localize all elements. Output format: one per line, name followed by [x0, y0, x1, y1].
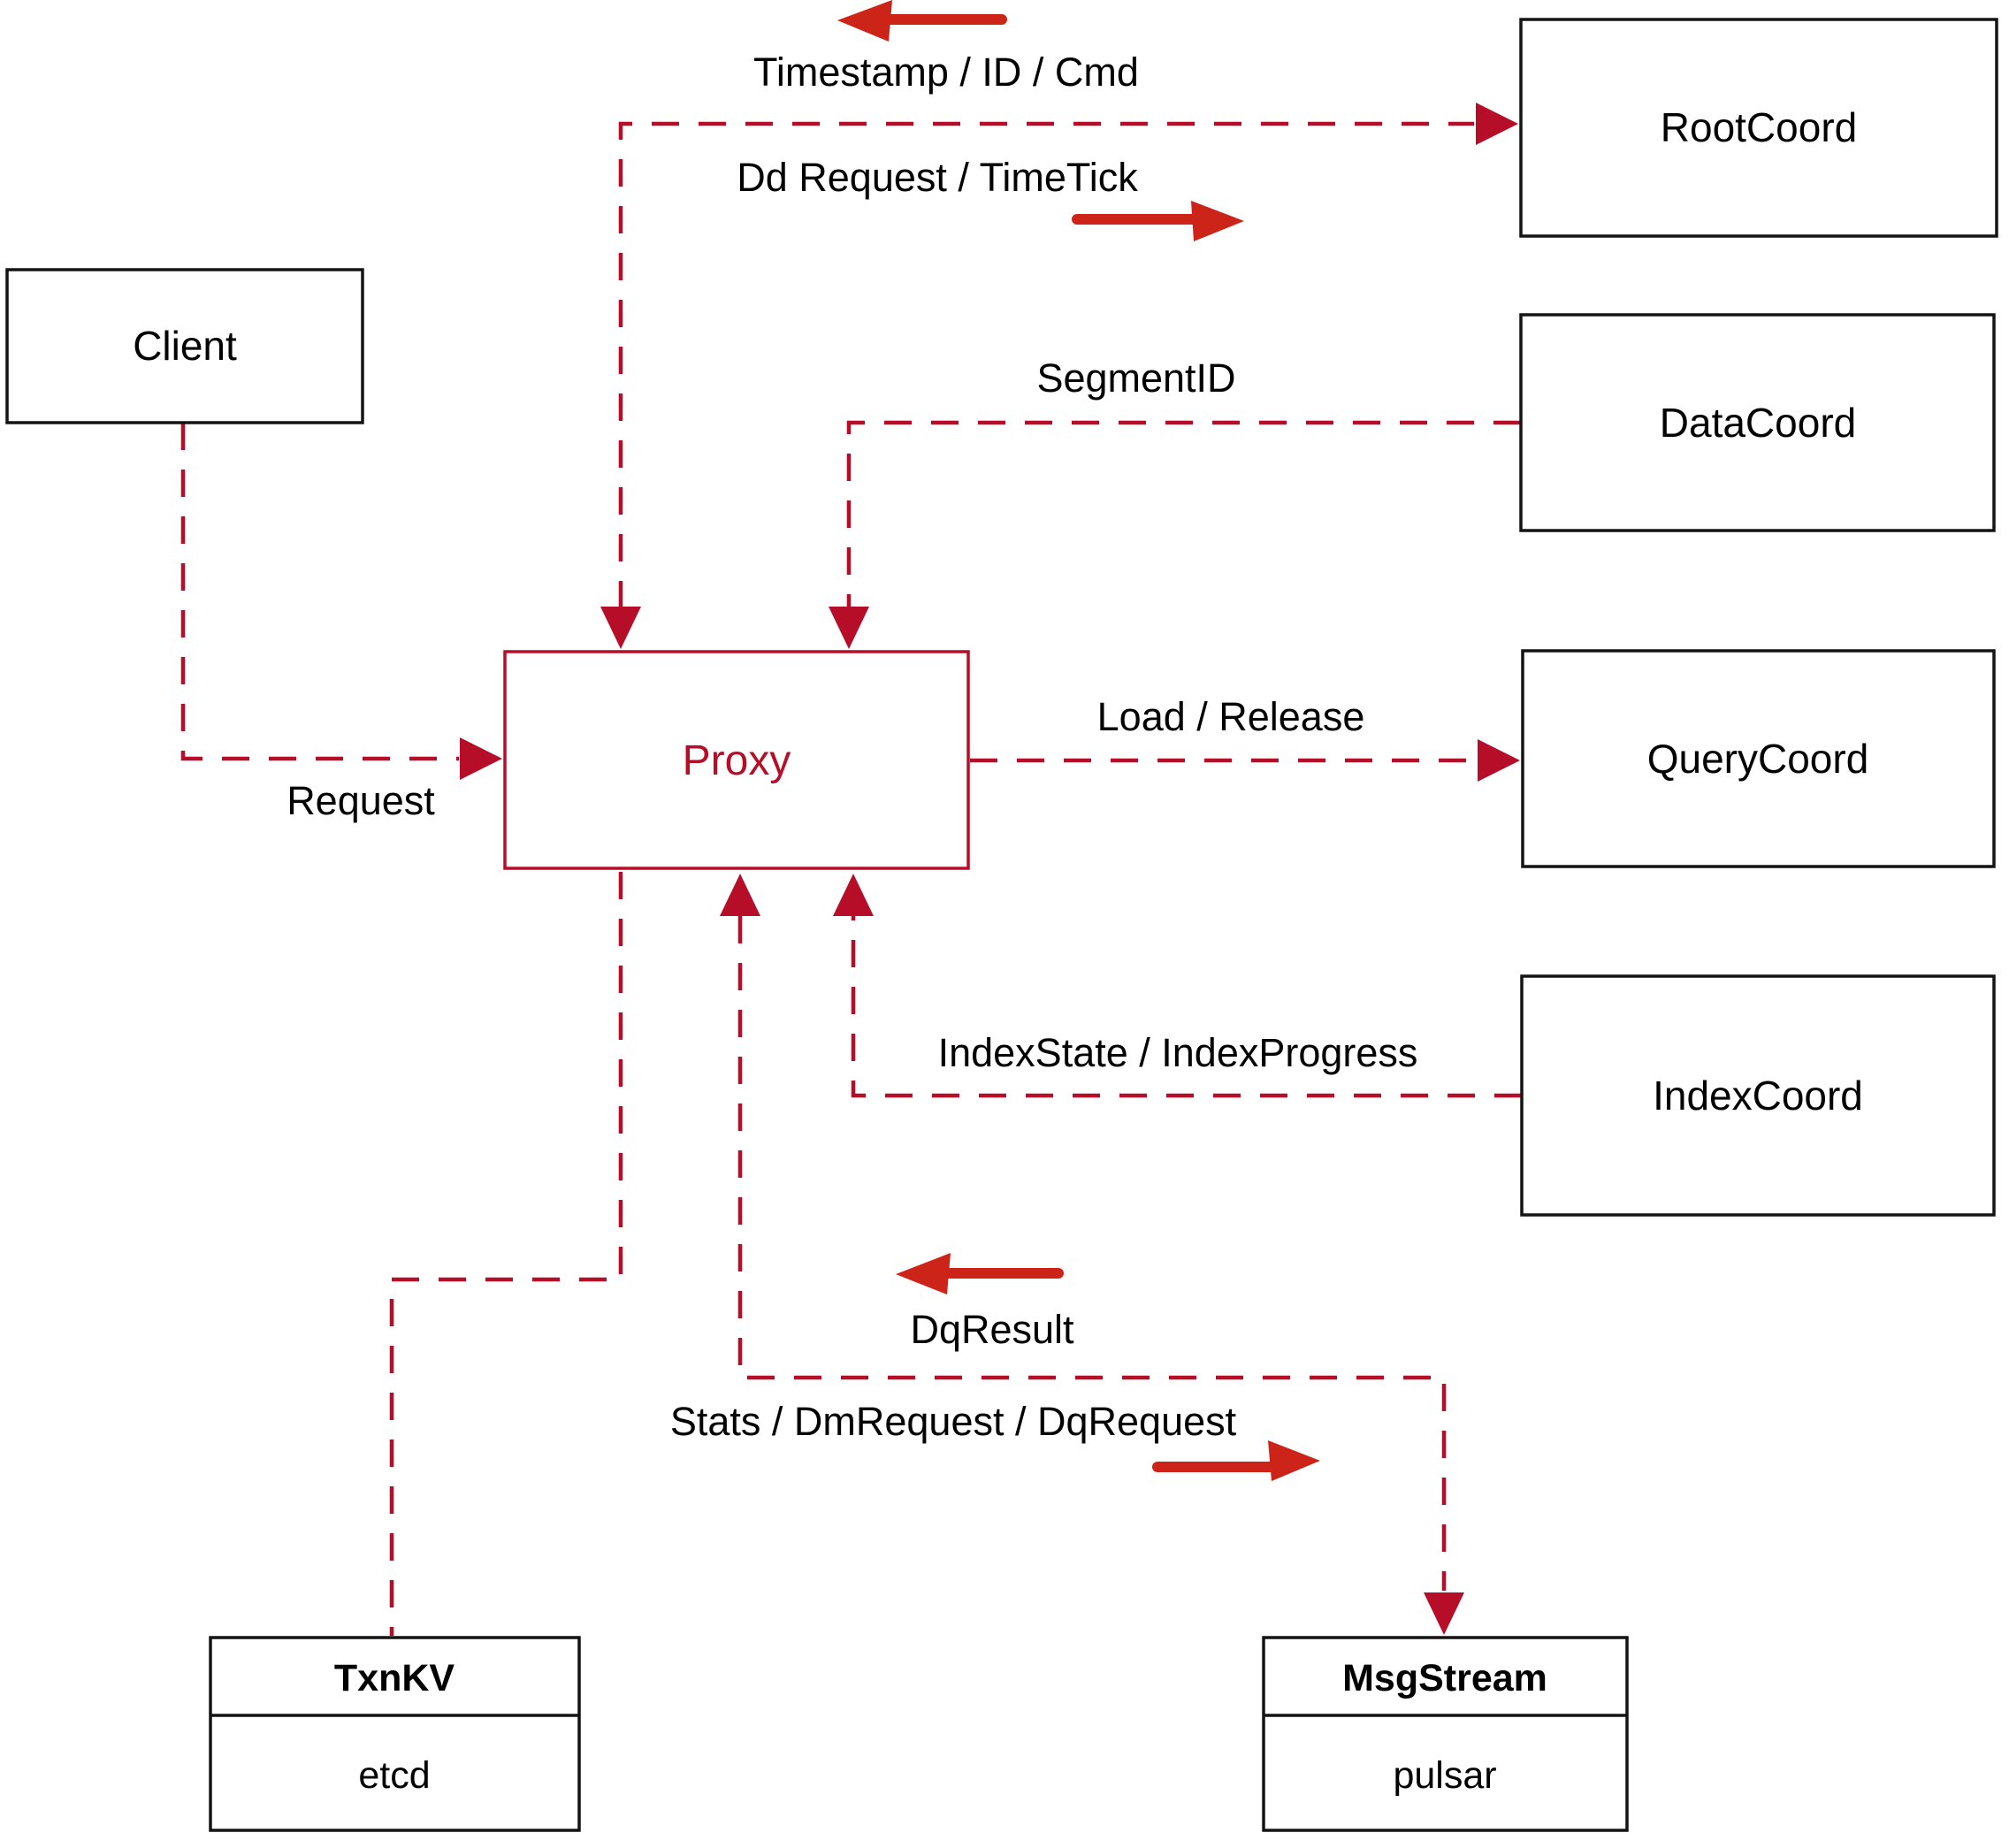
edge-datacoord-to-proxy [829, 420, 1521, 649]
request-label: Request [286, 778, 435, 823]
segmentid-label: SegmentID [1036, 355, 1235, 401]
arrowhead-into-msgstream [1424, 1592, 1464, 1635]
msgstream-node-title: MsgStream [1342, 1657, 1547, 1699]
client-node-label: Client [133, 323, 237, 369]
dd-request-timetick-label: Dd Request / TimeTick [737, 155, 1138, 200]
arrowhead-into-proxy-bottom-left [720, 874, 760, 916]
rootcoord-node: RootCoord [1519, 18, 1998, 238]
arrowhead-into-proxy-top-right [829, 607, 869, 649]
edge-proxy-msgstream [720, 874, 1464, 1635]
indexcoord-node: IndexCoord [1520, 974, 1996, 1217]
indexcoord-node-label: IndexCoord [1653, 1073, 1863, 1119]
stats-dmrequest-dqrequest-label: Stats / DmRequest / DqRequest [670, 1399, 1237, 1444]
datacoord-node-label: DataCoord [1660, 400, 1856, 446]
proxy-node-label: Proxy [683, 737, 791, 784]
edge-proxy-to-querycoord [970, 739, 1520, 782]
arrowhead-into-proxy-bottom-right [833, 874, 874, 916]
msgstream-node: MsgStream pulsar [1262, 1636, 1629, 1832]
msgstream-impl-label: pulsar [1393, 1754, 1496, 1797]
edge-proxy-rootcoord [600, 103, 1518, 649]
client-node: Client [5, 268, 364, 424]
indexstate-indexprogress-label: IndexState / IndexProgress [938, 1030, 1418, 1075]
querycoord-node-label: QueryCoord [1647, 736, 1869, 782]
txnkv-impl-label: etcd [358, 1754, 430, 1797]
arrowhead-into-querycoord [1478, 739, 1520, 782]
arrowhead-into-proxy-left [460, 737, 502, 780]
arrowhead-into-proxy-top-left [600, 607, 641, 649]
dqresult-label: DqResult [910, 1307, 1074, 1352]
querycoord-node: QueryCoord [1521, 649, 1996, 868]
txnkv-node-title: TxnKV [334, 1657, 455, 1699]
arrowhead-into-rootcoord [1476, 103, 1518, 145]
edge-indexcoord-to-proxy [833, 874, 1522, 1098]
dqresult-left-direction-arrow [896, 1253, 1064, 1294]
dd-request-right-direction-arrow [1072, 201, 1244, 241]
txnkv-node: TxnKV etcd [209, 1636, 581, 1832]
proxy-node: Proxy [503, 650, 970, 870]
load-release-label: Load / Release [1097, 694, 1365, 739]
stats-right-direction-arrow [1152, 1440, 1320, 1481]
timestamp-left-direction-arrow [837, 0, 1007, 42]
rootcoord-node-label: RootCoord [1661, 104, 1857, 150]
edge-client-to-proxy [180, 423, 502, 780]
edge-proxy-txnkv [389, 872, 623, 1636]
timestamp-id-cmd-label: Timestamp / ID / Cmd [753, 50, 1139, 95]
datacoord-node: DataCoord [1519, 313, 1996, 532]
